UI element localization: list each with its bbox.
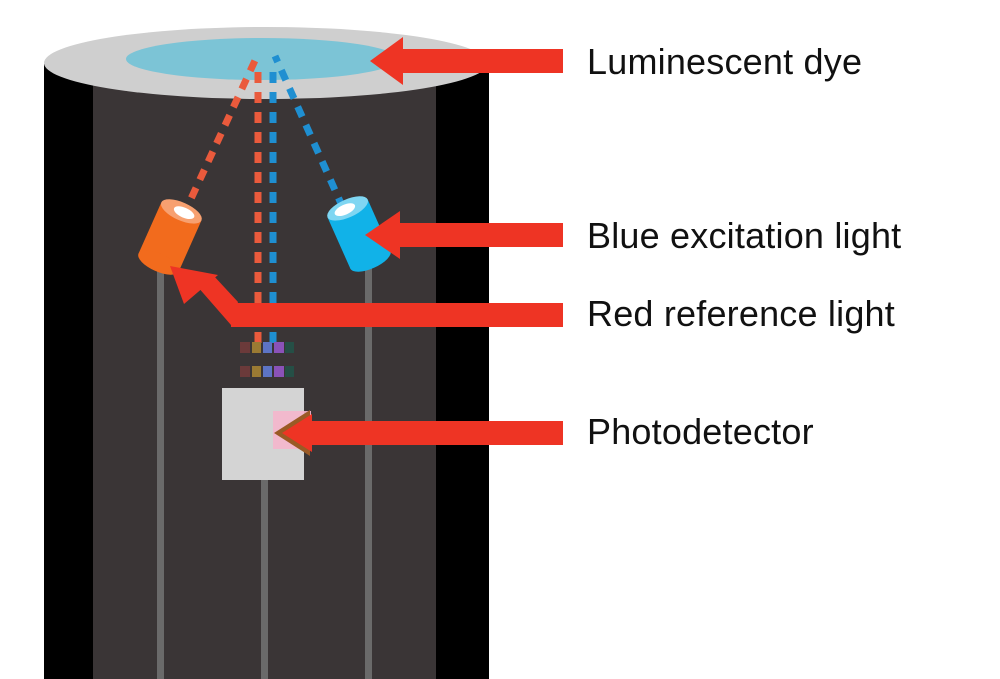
blue-light-stem bbox=[365, 262, 372, 679]
label-blue-excitation-light: Blue excitation light bbox=[587, 215, 902, 256]
detector-stem bbox=[261, 478, 268, 679]
arrow-luminescent-dye bbox=[370, 37, 563, 85]
arrow-red-reference-light bbox=[170, 266, 563, 327]
red-excitation-beam bbox=[179, 52, 262, 218]
blue-excitation-beam bbox=[271, 54, 347, 210]
red-reference-light bbox=[138, 199, 202, 275]
red-light-stem bbox=[157, 262, 164, 679]
luminescent-dye-layer bbox=[126, 38, 398, 80]
label-photodetector: Photodetector bbox=[587, 411, 814, 452]
arrow-photodetector bbox=[274, 410, 563, 456]
arrow-blue-excitation-light bbox=[365, 211, 563, 259]
label-luminescent-dye: Luminescent dye bbox=[587, 41, 863, 82]
mixed-light-segments bbox=[240, 342, 294, 377]
label-red-reference-light: Red reference light bbox=[587, 293, 895, 334]
blue-excitation-light bbox=[327, 196, 391, 272]
